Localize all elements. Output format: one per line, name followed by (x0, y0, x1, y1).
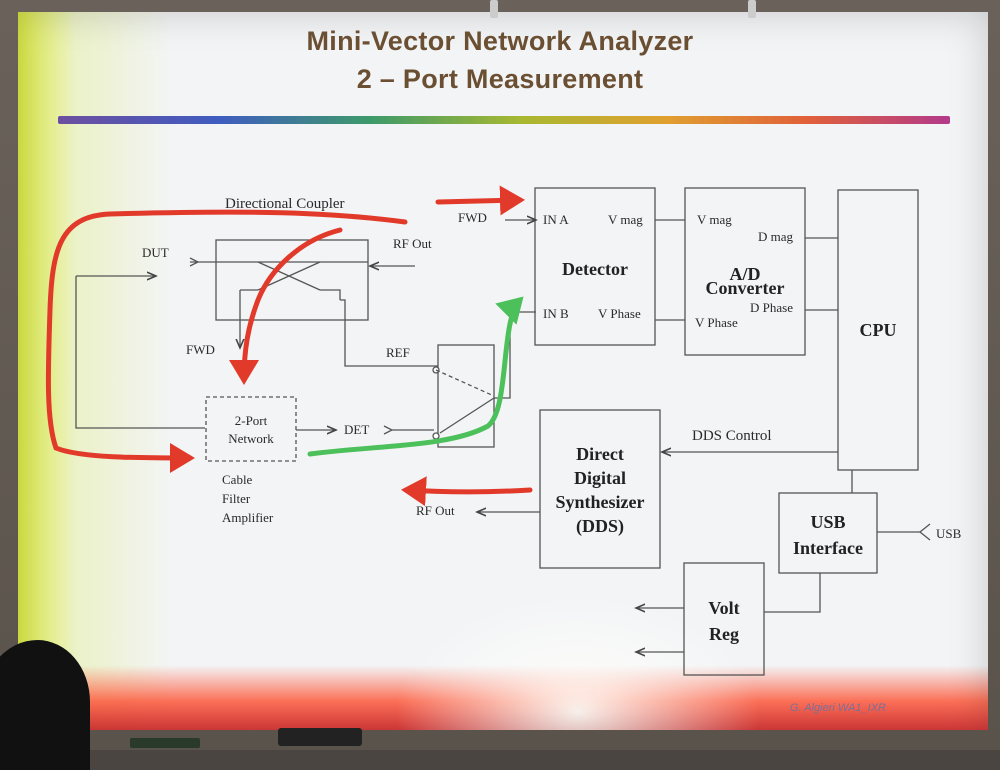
usb-box (778, 492, 878, 574)
detector-v-mag: V mag (608, 212, 643, 227)
rf-out-top-label: RF Out (393, 236, 432, 251)
voltreg-line-1: Volt (708, 598, 740, 618)
screen-clip (490, 0, 498, 18)
screen-clip (748, 0, 756, 18)
red-detector-arrow (435, 185, 525, 216)
amplifier-label: Amplifier (222, 510, 274, 525)
coupler-box (215, 239, 369, 321)
adc-v-phase: V Phase (695, 315, 738, 330)
red-signal-path (45, 209, 408, 473)
adc-d-mag: D mag (758, 229, 794, 244)
usb-line-1: USB (810, 512, 846, 532)
audience-head (0, 640, 90, 770)
dds-control-label: DDS Control (692, 428, 772, 444)
detector-box (534, 187, 656, 346)
dds-line-1: Direct (576, 444, 624, 464)
cpu-title: CPU (859, 320, 897, 340)
dds-box (539, 409, 661, 569)
fwd-detector-label: FWD (458, 210, 487, 225)
detector-title: Detector (562, 259, 628, 279)
rf-out-bottom-label: RF Out (416, 503, 455, 518)
usb-line-2: Interface (793, 538, 863, 558)
adc-box (684, 187, 806, 356)
red-rfout-arrow (401, 476, 533, 507)
network-line-2: Network (228, 431, 274, 446)
usb-port-label: USB (936, 526, 962, 541)
detector-in-a: IN A (543, 212, 569, 227)
detector-in-b: IN B (543, 306, 569, 321)
dds-line-3: Synthesizer (555, 492, 645, 512)
slide-credit: G. Algieri WA1_IXR (790, 702, 886, 714)
dds-line-4: (DDS) (576, 516, 624, 536)
slide-title: Mini-Vector Network Analyzer (306, 26, 694, 56)
block-diagram (45, 185, 931, 676)
dds-line-2: Digital (574, 468, 626, 488)
marker (130, 738, 200, 748)
network-box (205, 396, 297, 462)
detector-v-phase: V Phase (598, 306, 641, 321)
fwd-left-label: FWD (186, 342, 215, 357)
adc-v-mag: V mag (697, 212, 732, 227)
directional-coupler-label: Directional Coupler (225, 196, 345, 212)
red-fwd-arrow (229, 227, 343, 385)
green-det-path (307, 296, 524, 457)
voltreg-box (683, 562, 765, 676)
slide-subtitle: 2 – Port Measurement (356, 64, 644, 94)
adc-title-1: A/D (729, 264, 761, 284)
ref-label: REF (386, 345, 410, 360)
voltreg-line-2: Reg (709, 624, 739, 644)
adc-title-2: Converter (705, 278, 785, 298)
filter-label: Filter (222, 491, 251, 506)
network-line-1: 2-Port (234, 413, 268, 428)
dut-label: DUT (142, 245, 169, 260)
title-divider (58, 116, 950, 124)
cpu-box (837, 189, 919, 471)
switch-box (437, 344, 495, 448)
det-label: DET (344, 422, 370, 437)
eraser (278, 728, 362, 746)
cable-label: Cable (222, 472, 253, 487)
adc-d-phase: D Phase (750, 300, 793, 315)
